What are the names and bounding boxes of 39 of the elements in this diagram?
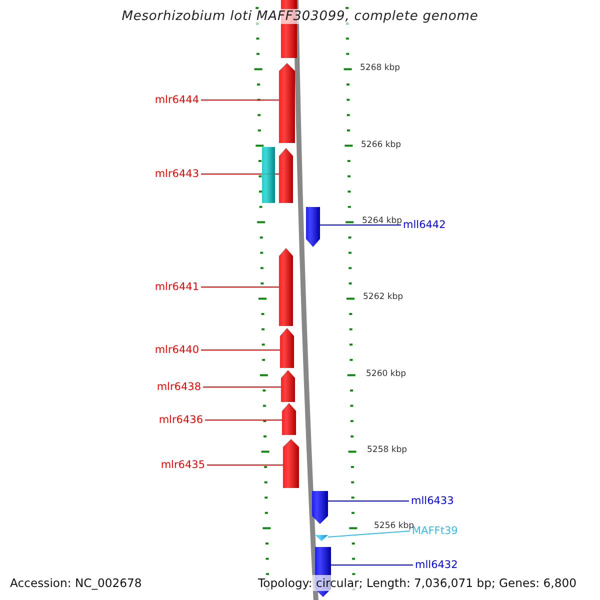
gene-label: MAFFt39 <box>412 524 474 538</box>
gene-label: mlr6441 <box>137 280 199 294</box>
gene-label: mll6432 <box>415 558 477 572</box>
scale-label: 5256 kbp <box>374 521 414 531</box>
scale-label: 5258 kbp <box>367 445 408 455</box>
gene-label: mlr6444 <box>137 93 199 107</box>
gene-block <box>279 63 295 143</box>
leader-line <box>202 386 282 388</box>
gene-block <box>312 491 328 524</box>
gene-block <box>279 148 293 203</box>
gene-block <box>315 535 328 541</box>
gene-label: mlr6435 <box>143 458 205 472</box>
leader-line <box>206 464 284 466</box>
leader-line <box>328 530 410 538</box>
gene-block <box>280 328 294 368</box>
genome-info: Accession: NC_002678 <box>10 575 142 591</box>
scale-label: 5268 kbp <box>360 63 400 73</box>
scale-label: 5262 kbp <box>363 292 404 302</box>
leader-line <box>320 224 402 226</box>
gene-label: mll6433 <box>411 494 473 508</box>
gene-label: mll6442 <box>403 218 465 232</box>
leader-line <box>328 500 410 502</box>
leader-line <box>200 286 280 288</box>
gene-block <box>279 248 293 326</box>
scale-label: 5264 kbp <box>362 216 402 226</box>
gene-block <box>262 147 275 203</box>
gene-block <box>306 207 320 247</box>
scale-label: 5266 kbp <box>361 140 402 150</box>
gene-label: mlr6436 <box>141 413 203 427</box>
leader-line <box>330 564 414 566</box>
gene-label: mlr6438 <box>139 380 201 394</box>
gene-label: mlr6443 <box>137 167 199 181</box>
diagram-title: Mesorhizobium loti MAFF303099, complete genome <box>120 9 480 24</box>
genome-info: Topology: circular; Length: 7,036,071 bp; Genes: 6,800 <box>258 575 576 591</box>
gene-block <box>282 403 296 435</box>
gene-block <box>281 370 295 402</box>
gene-label: mlr6440 <box>137 343 199 357</box>
gene-block <box>283 439 299 488</box>
scale-label: 5260 kbp <box>366 369 406 379</box>
